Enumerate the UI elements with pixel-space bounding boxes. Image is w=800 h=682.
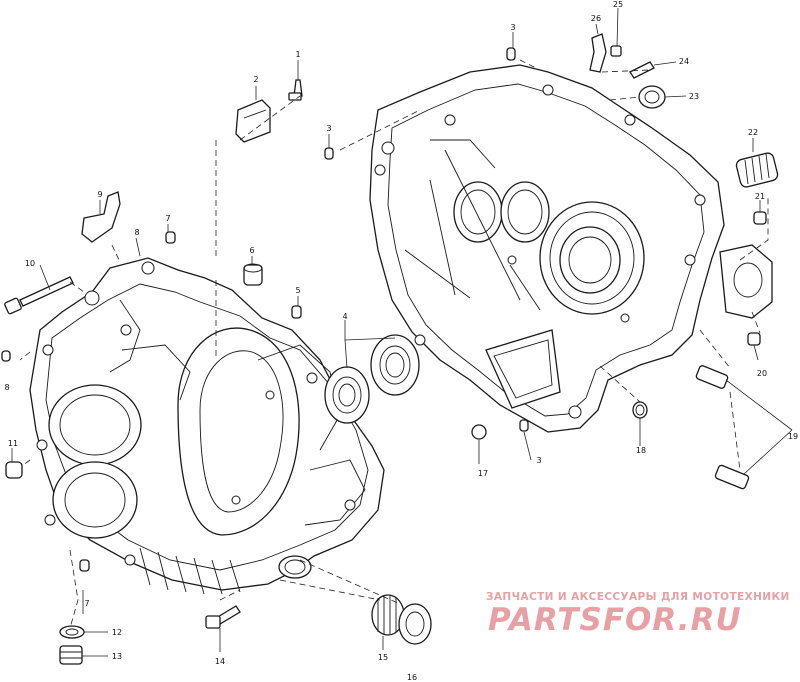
callout-18: 18 bbox=[636, 446, 646, 455]
callout-7: 7 bbox=[165, 214, 170, 223]
watermark-brand: PARTSFOR.RU bbox=[488, 602, 742, 638]
callout-2: 2 bbox=[253, 75, 258, 84]
callout-8: 8 bbox=[134, 228, 139, 237]
callout-3: 3 bbox=[536, 456, 541, 465]
callout-5: 5 bbox=[295, 286, 300, 295]
callout-6: 6 bbox=[249, 246, 254, 255]
callout-25: 25 bbox=[613, 0, 623, 9]
callout-16: 16 bbox=[407, 673, 417, 682]
watermark: ЗАПЧАСТИ И АКСЕССУАРЫ ДЛЯ МОТОТЕХНИКИ PA… bbox=[486, 591, 790, 638]
callout-12: 12 bbox=[112, 628, 122, 637]
callout-24: 24 bbox=[679, 57, 689, 66]
callout-22: 22 bbox=[748, 128, 758, 137]
callout-3: 3 bbox=[510, 23, 515, 32]
callout-7: 7 bbox=[84, 599, 89, 608]
callout-1: 1 bbox=[295, 50, 300, 59]
callout-9: 9 bbox=[97, 190, 102, 199]
callout-4: 4 bbox=[342, 312, 347, 321]
right-crankcase-half bbox=[369, 64, 773, 433]
callout-3: 3 bbox=[326, 124, 331, 133]
callout-numbers: 1 2 3 3 3 4 5 6 7 7 8 8 9 10 11 12 13 14… bbox=[4, 0, 798, 682]
callout-13: 13 bbox=[112, 652, 122, 661]
leader-lines bbox=[11, 7, 793, 657]
callout-19: 19 bbox=[788, 432, 798, 441]
callout-10: 10 bbox=[25, 259, 35, 268]
callout-20: 20 bbox=[757, 369, 767, 378]
small-parts bbox=[1, 33, 779, 665]
callout-8: 8 bbox=[4, 383, 9, 392]
callout-21: 21 bbox=[755, 192, 765, 201]
callout-23: 23 bbox=[689, 92, 699, 101]
callout-15: 15 bbox=[378, 653, 388, 662]
callout-11: 11 bbox=[8, 439, 18, 448]
callout-26: 26 bbox=[591, 14, 601, 23]
watermark-tagline: ЗАПЧАСТИ И АКСЕССУАРЫ ДЛЯ МОТОТЕХНИКИ bbox=[486, 591, 790, 603]
callout-17: 17 bbox=[478, 469, 488, 478]
callout-14: 14 bbox=[215, 657, 225, 666]
left-crankcase-half bbox=[29, 257, 385, 595]
